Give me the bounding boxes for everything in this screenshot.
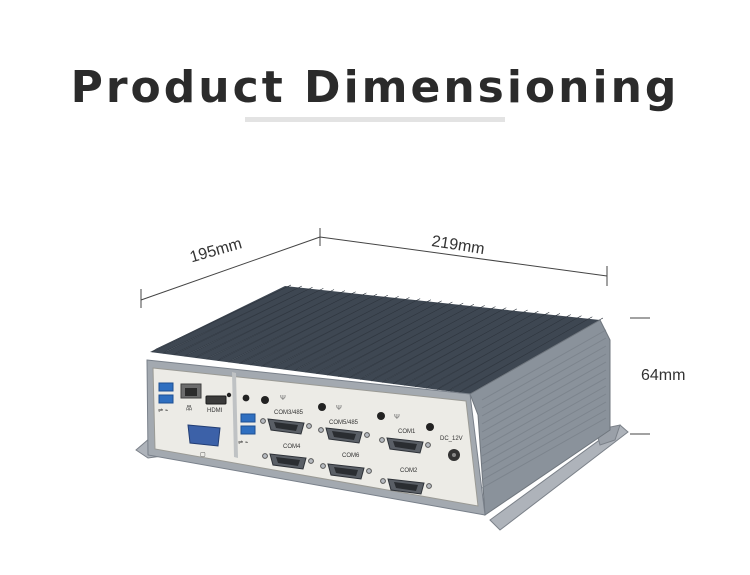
com1-label: COM1 <box>398 429 416 435</box>
heatsink-fin <box>415 312 550 387</box>
heatsink-fin <box>338 304 475 377</box>
led-indicator <box>226 392 232 398</box>
com5-label: COM5/485 <box>329 420 359 426</box>
vga-port[interactable]: ▢ <box>187 424 221 458</box>
svg-text:Ψ: Ψ <box>336 405 342 412</box>
heatsink-fin <box>393 309 528 385</box>
heatsink-fin <box>360 306 496 380</box>
serial-port-com2[interactable] <box>380 478 432 495</box>
antenna-hole-2 <box>261 396 269 404</box>
panel-divider <box>232 372 238 458</box>
heatsink-fin <box>261 296 399 367</box>
heatsink-fin <box>436 314 571 390</box>
side-rib <box>481 361 607 433</box>
usb-port-pair-right[interactable]: ⇌ ⌁ <box>238 413 256 446</box>
case-side-ribs <box>481 329 607 489</box>
side-rib <box>481 329 607 401</box>
heatsink-fin <box>195 289 335 359</box>
serial-port-com5[interactable] <box>318 427 370 444</box>
height-dimension-label: 64mm <box>641 367 686 384</box>
heatsink-fin <box>447 315 582 392</box>
heatsink-fin <box>404 310 539 386</box>
heatsink-fin <box>294 299 431 372</box>
heatsink-fin <box>305 300 442 373</box>
heatsink-fin <box>184 288 324 357</box>
heatsink-fin <box>327 302 464 376</box>
side-rib <box>481 369 607 441</box>
side-rib <box>481 409 607 481</box>
com2-label: COM2 <box>400 468 418 474</box>
heatsink-fin <box>151 284 292 353</box>
power-jack-icon[interactable] <box>448 449 460 461</box>
heatsink-fin <box>250 295 388 366</box>
side-rib <box>481 337 607 409</box>
heatsink-fin <box>371 307 507 382</box>
heatsink-fins <box>151 284 604 395</box>
heatsink-fin <box>272 297 410 369</box>
right-mounting-bracket <box>489 424 629 531</box>
com3-label: COM3/485 <box>274 410 304 416</box>
power-label: DC_12V <box>440 436 463 442</box>
svg-text:Ψ: Ψ <box>280 395 286 402</box>
vga-icon: ▢ <box>200 452 206 458</box>
heatsink-fin <box>382 308 518 383</box>
heatsink-fin <box>316 301 453 374</box>
com6-label: COM6 <box>342 453 360 459</box>
side-rib <box>481 345 607 417</box>
heatsink-fin <box>283 298 421 370</box>
heatsink-fin <box>162 285 302 354</box>
hdmi-icon: HDMI <box>207 408 223 414</box>
heatsink-fin <box>217 291 356 361</box>
lan-icon: 品 <box>186 405 192 412</box>
usb-icon: ⇌ ⌁ <box>158 407 169 414</box>
svg-text:⇌ ⌁: ⇌ ⌁ <box>238 439 249 446</box>
heatsink-fin <box>173 287 313 356</box>
hdmi-port[interactable]: HDMI <box>205 395 227 414</box>
heatsink-fin <box>228 292 367 363</box>
height-dimension-line <box>630 317 650 435</box>
serial-port-com1[interactable] <box>379 437 431 454</box>
heatsink-fin <box>425 313 561 389</box>
usb-port-pair-left[interactable]: ⇌ ⌁ <box>158 382 174 414</box>
heatsink-fin <box>239 293 378 364</box>
width-dimension-line <box>319 236 608 286</box>
antenna-hole-5 <box>426 423 434 431</box>
page-title: Product Dimensioning <box>70 62 680 113</box>
svg-text:Ψ: Ψ <box>394 414 400 421</box>
antenna-hole-4 <box>377 412 385 420</box>
case-right-side <box>469 319 611 516</box>
serial-port-com3[interactable] <box>260 418 312 435</box>
heatsink-fin <box>349 305 485 379</box>
serial-port-com4[interactable] <box>262 453 314 470</box>
antenna-hole-1 <box>242 394 250 402</box>
heatsink-top <box>150 286 600 394</box>
heatsink-fin <box>206 290 345 360</box>
antenna-icon: Ψ Ψ Ψ <box>280 395 400 421</box>
side-rib <box>481 377 607 449</box>
side-rib <box>481 353 607 425</box>
com4-label: COM4 <box>283 444 301 450</box>
side-rib <box>481 385 607 457</box>
side-rib <box>481 393 607 465</box>
side-rib <box>481 401 607 473</box>
heatsink-fin <box>458 316 593 393</box>
title-underline <box>245 117 505 122</box>
antenna-hole-3 <box>318 403 326 411</box>
side-rib <box>481 417 607 489</box>
serial-port-com6[interactable] <box>320 463 372 480</box>
lan-port[interactable]: 品 <box>180 383 202 412</box>
